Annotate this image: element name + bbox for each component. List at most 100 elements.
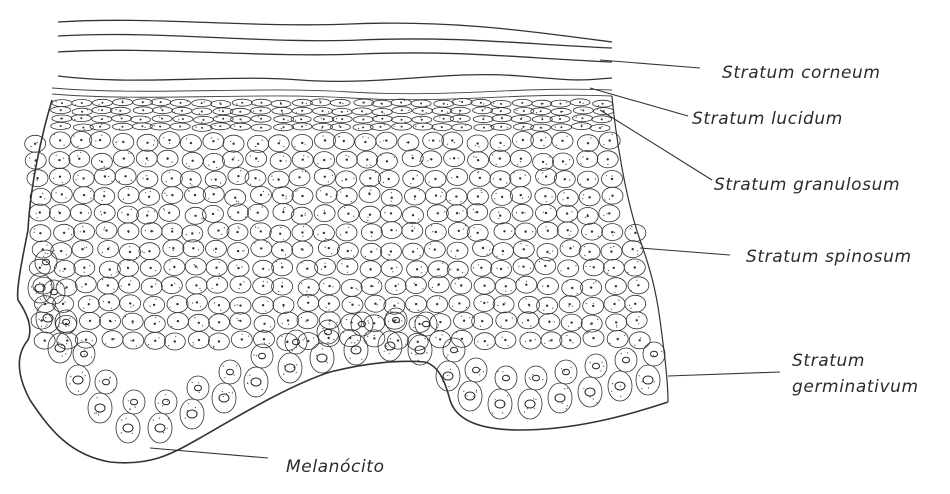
cell-nucleus xyxy=(148,250,150,252)
granule xyxy=(213,249,214,250)
granule xyxy=(133,261,134,262)
cell-nucleus xyxy=(599,127,601,129)
granule xyxy=(429,140,430,141)
cell-nucleus xyxy=(401,119,403,121)
granule xyxy=(292,350,293,351)
granule xyxy=(236,265,237,266)
granule xyxy=(190,183,191,184)
cell-nucleus xyxy=(222,110,224,112)
granule xyxy=(219,273,220,274)
granule xyxy=(362,136,363,137)
granule xyxy=(392,271,393,272)
cell-nucleus xyxy=(146,214,148,216)
cell-nucleus xyxy=(301,231,303,233)
granule xyxy=(369,192,370,193)
granule xyxy=(283,156,284,157)
cell-nucleus xyxy=(81,351,88,357)
cell-nucleus xyxy=(527,319,529,321)
granule xyxy=(102,279,103,280)
cell-nucleus xyxy=(422,126,424,128)
granule xyxy=(204,101,205,102)
granule xyxy=(37,180,38,181)
granule xyxy=(159,321,160,322)
granule xyxy=(213,347,214,348)
granule xyxy=(223,396,224,397)
cell-nucleus xyxy=(613,303,615,305)
granule xyxy=(364,323,365,324)
granule xyxy=(152,231,153,232)
cell-nucleus xyxy=(301,195,303,197)
granule xyxy=(478,171,479,172)
cell-nucleus xyxy=(65,286,67,288)
granule xyxy=(236,201,237,202)
cell-nucleus xyxy=(593,266,595,268)
cell-nucleus xyxy=(547,230,549,232)
granule xyxy=(421,272,422,273)
cell-nucleus xyxy=(281,285,283,287)
granule xyxy=(101,135,102,136)
cell-nucleus xyxy=(59,139,61,141)
cell xyxy=(148,413,172,443)
granule xyxy=(528,196,529,197)
cell-nucleus xyxy=(293,339,300,345)
granule xyxy=(162,405,163,406)
stratum-lucidum-layer xyxy=(52,88,612,100)
granule xyxy=(234,109,235,110)
granule xyxy=(300,307,301,308)
granule xyxy=(492,154,493,155)
granule xyxy=(108,176,109,177)
granule xyxy=(317,163,318,164)
cell-nucleus xyxy=(588,251,590,253)
granule xyxy=(128,400,129,401)
cell-nucleus xyxy=(180,102,182,104)
granule xyxy=(56,155,57,156)
granule xyxy=(426,112,427,113)
granule xyxy=(550,208,551,209)
cell-nucleus xyxy=(601,118,603,120)
granule xyxy=(476,157,477,158)
granule xyxy=(125,316,126,317)
granule xyxy=(73,206,74,207)
granule xyxy=(81,340,82,341)
granule xyxy=(302,171,303,172)
granule xyxy=(131,209,132,210)
granule xyxy=(642,381,643,382)
cell-nucleus xyxy=(281,110,283,112)
granule xyxy=(345,155,346,156)
granule xyxy=(295,120,296,121)
granule xyxy=(178,119,179,120)
cell-nucleus xyxy=(34,143,36,145)
cell-nucleus xyxy=(582,117,584,119)
cell-nucleus xyxy=(550,339,552,341)
granule xyxy=(129,408,130,409)
granule xyxy=(485,108,486,109)
granule xyxy=(543,212,544,213)
granule xyxy=(109,378,110,379)
cell-nucleus xyxy=(505,285,507,287)
granule xyxy=(64,145,65,146)
granule xyxy=(211,316,212,317)
granule xyxy=(230,216,231,217)
granule xyxy=(585,217,586,218)
granule xyxy=(603,144,604,145)
cell-nucleus xyxy=(351,304,353,306)
granule xyxy=(496,256,497,257)
cell-nucleus xyxy=(260,194,262,196)
granule xyxy=(36,293,37,294)
granule xyxy=(608,121,609,122)
cell-nucleus xyxy=(301,142,303,144)
granule xyxy=(148,211,149,212)
granule xyxy=(517,164,518,165)
granule xyxy=(145,192,146,193)
granule xyxy=(497,305,498,306)
granule xyxy=(43,263,44,264)
granule xyxy=(250,184,251,185)
granule xyxy=(375,172,376,173)
granule xyxy=(325,247,326,248)
cell-nucleus xyxy=(172,247,174,249)
cell-nucleus xyxy=(385,139,387,141)
cell-nucleus xyxy=(104,175,106,177)
granule xyxy=(496,268,497,269)
granule xyxy=(128,188,129,189)
granule xyxy=(519,279,520,280)
